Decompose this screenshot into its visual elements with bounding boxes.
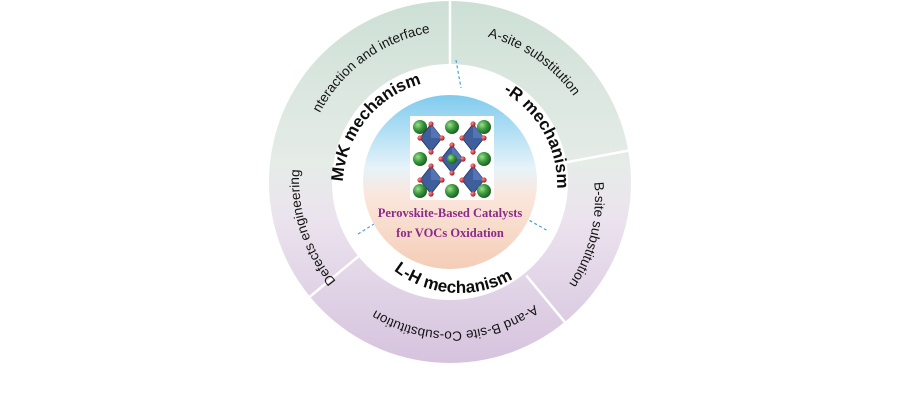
center-title-line2: for VOCs Oxidation [396,226,504,240]
dashed-connectors [357,59,549,235]
segment-dividers [304,1,629,324]
center-title-line1: Perovskite-Based Catalysts [378,206,523,220]
perovskite-crystal-structure-icon [410,116,494,200]
